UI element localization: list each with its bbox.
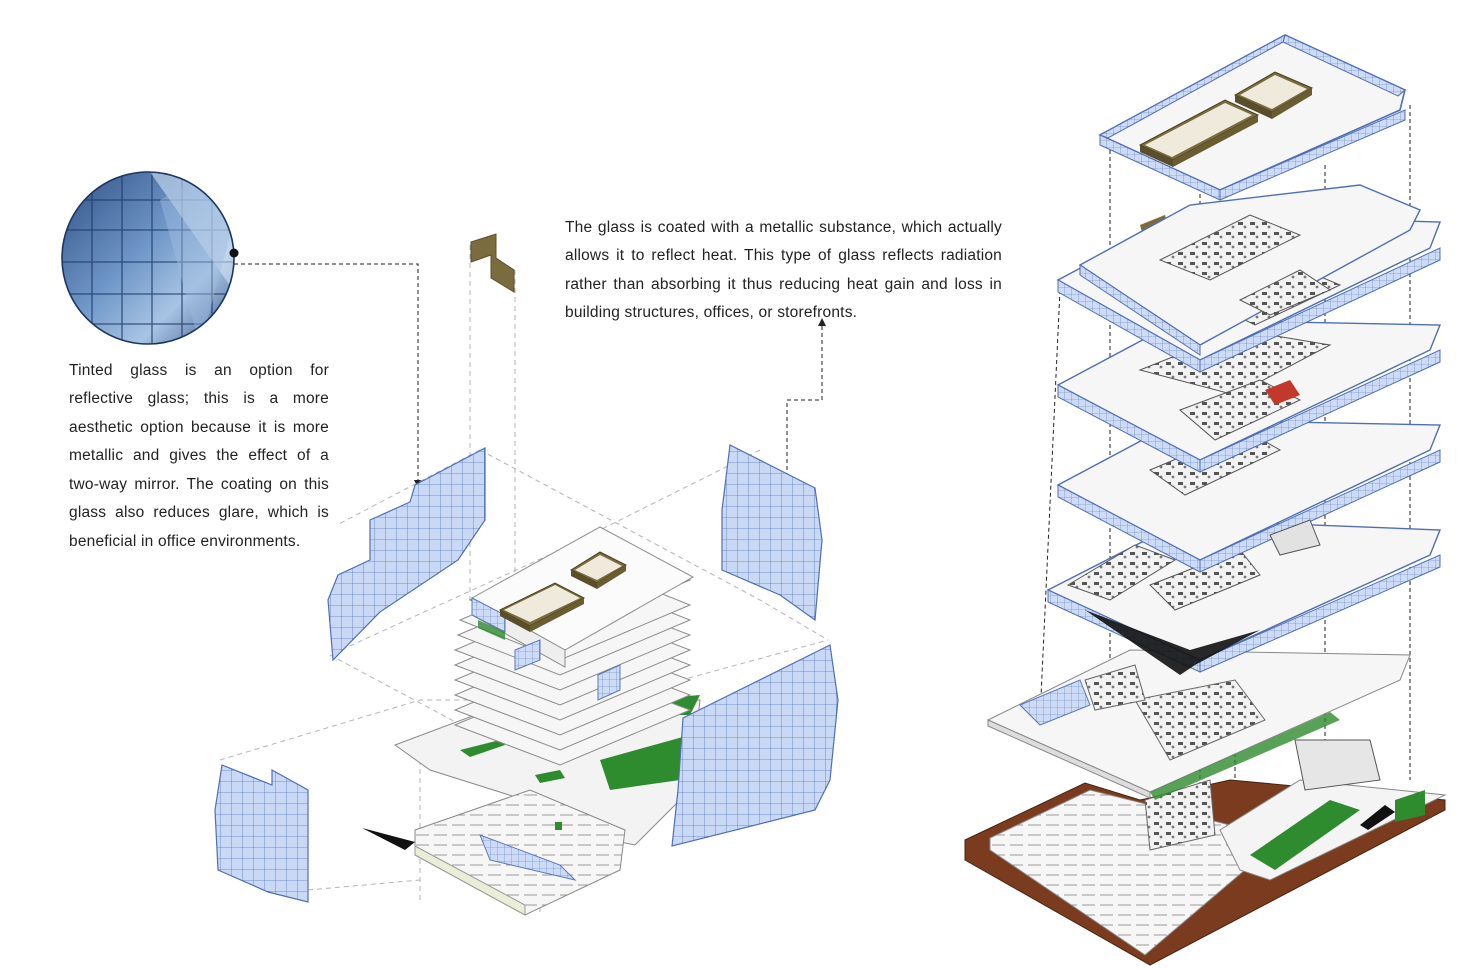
glass-panel-lower-left [214, 764, 309, 903]
glass-panel-upper-right [721, 444, 823, 622]
metallic-coating-annotation: The glass is coated with a metallic subs… [565, 218, 1002, 322]
glass-sample-photo [61, 171, 235, 345]
exploded-tower-left [214, 233, 839, 916]
leader-lines [234, 263, 826, 488]
glass-panel-lower-right [671, 644, 839, 847]
tinted-glass-annotation: Tinted glass is an option for reflective… [69, 361, 329, 551]
exploded-floor-stack-right [964, 33, 1447, 966]
roof-canopy-fragment [470, 233, 515, 293]
leader-dot-left [229, 248, 239, 258]
glass-panel-upper-left [327, 447, 486, 662]
